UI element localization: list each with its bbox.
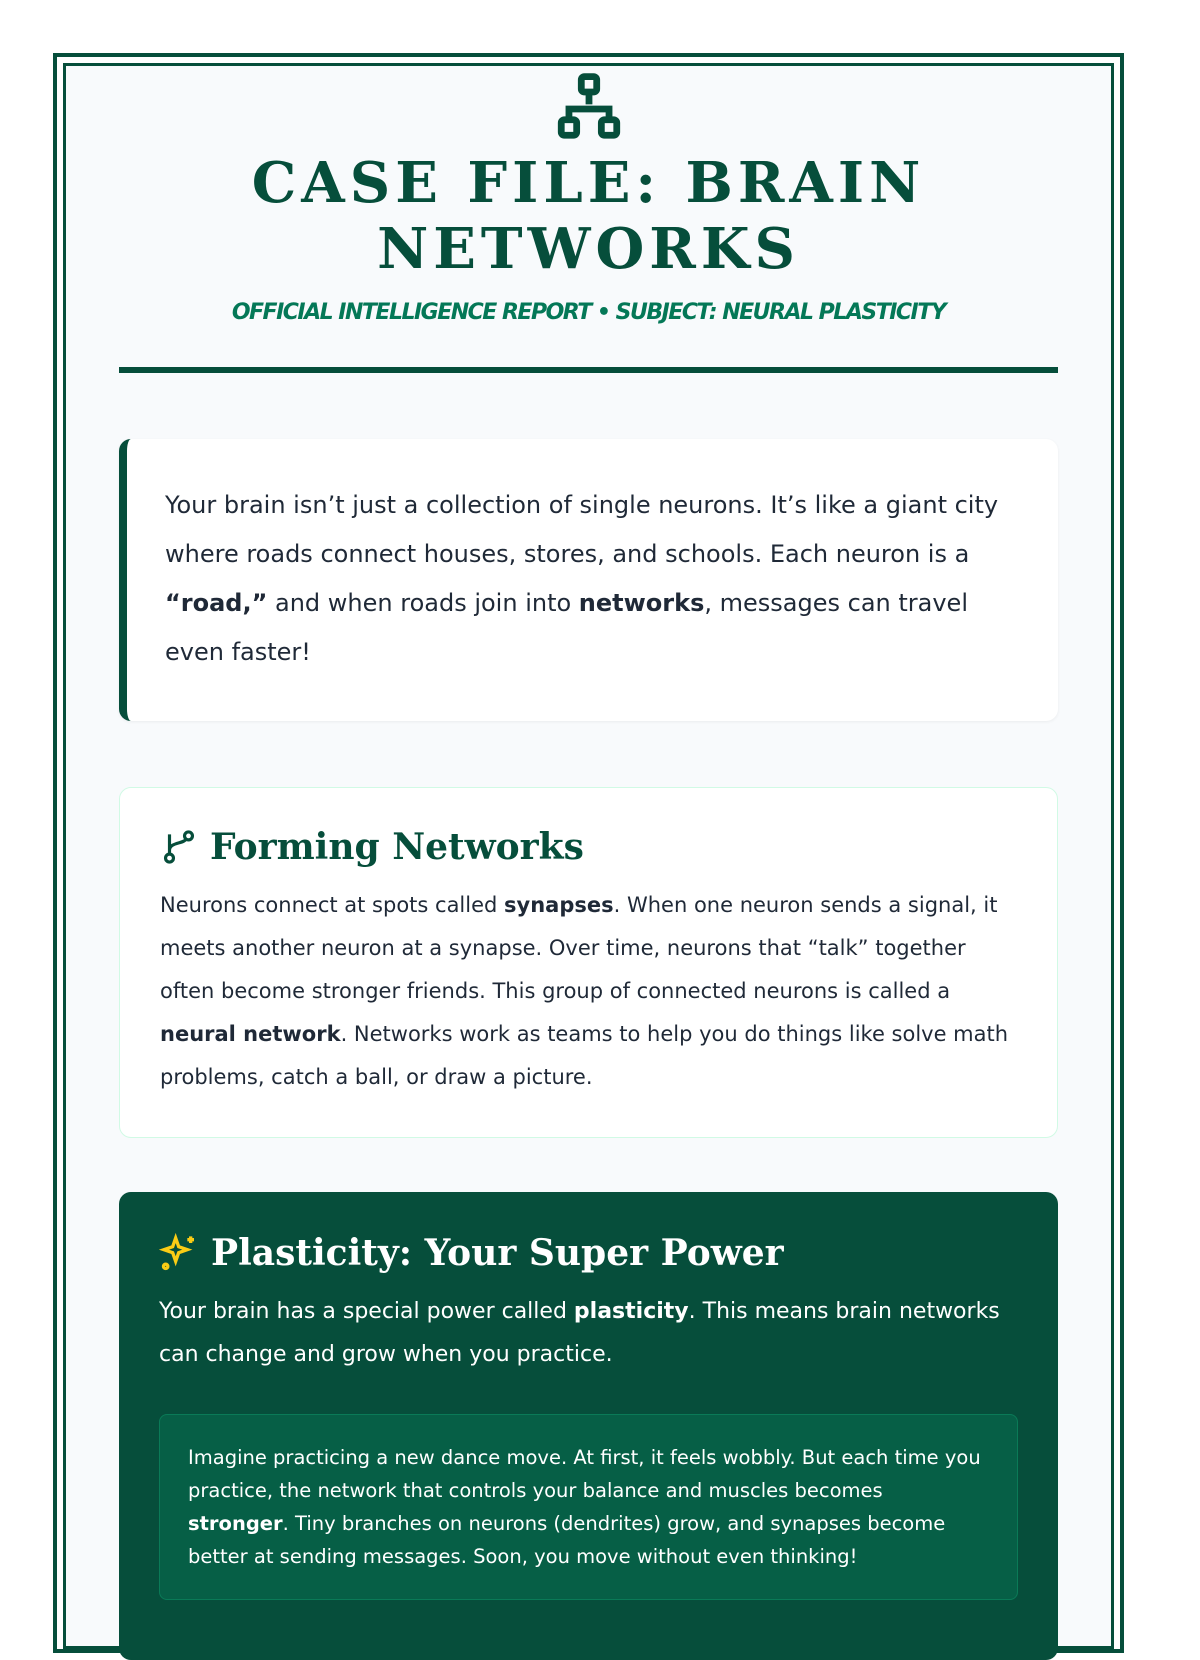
sparkles-icon	[159, 1233, 194, 1271]
forming-networks-card: Forming Networks Neurons connect at spot…	[119, 787, 1058, 1138]
section-body: Your brain has a special power called pl…	[159, 1299, 1000, 1367]
intro-text: Your brain isn’t just a collection of si…	[165, 491, 999, 568]
example-callout: Imagine practicing a new dance move. At …	[159, 1414, 1018, 1600]
intro-bold: “road,”	[165, 589, 268, 617]
section-heading: Plasticity: Your Super Power	[159, 1232, 1018, 1274]
section-heading: Forming Networks	[160, 826, 1017, 868]
intro-text: and when roads join into	[267, 589, 579, 617]
page-title: CASE FILE: BRAIN NETWORKS	[251, 150, 926, 282]
plasticity-card: Plasticity: Your Super Power Your brain …	[119, 1192, 1058, 1660]
section-title: Plasticity: Your Super Power	[211, 1232, 784, 1274]
intro-text: , messages can travel even faster!	[165, 589, 968, 666]
document: CASE FILE: BRAIN NETWORKS OFFICIAL INTEL…	[63, 63, 1114, 1660]
page-frame: CASE FILE: BRAIN NETWORKS OFFICIAL INTEL…	[53, 53, 1124, 1660]
git-branch-icon	[163, 830, 195, 864]
sitemap-icon	[557, 73, 620, 139]
intro-bold: networks	[578, 589, 705, 617]
divider	[119, 367, 1058, 373]
section-title: Forming Networks	[210, 826, 584, 868]
section-body: Neurons connect at spots called synapses…	[160, 893, 1009, 1089]
page-subtitle: OFFICIAL INTELLIGENCE REPORT • SUBJECT: …	[231, 300, 947, 325]
intro-callout: Your brain isn’t just a collection of si…	[119, 439, 1058, 721]
